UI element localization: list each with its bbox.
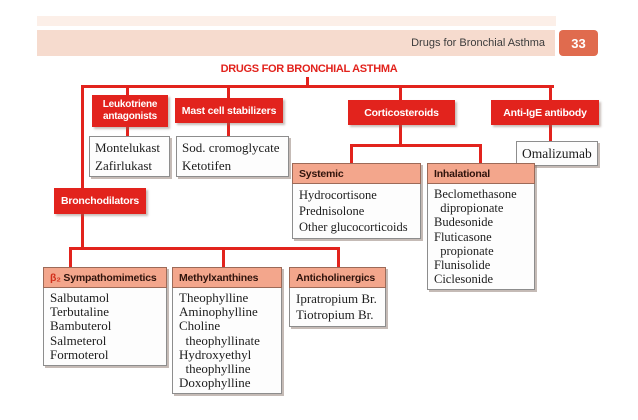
drug-item: Formoterol <box>50 346 109 362</box>
drug-item: propionate <box>434 243 494 258</box>
drug-item: Beclomethasone <box>434 187 517 201</box>
connector-drop-corticosteroids <box>399 85 402 103</box>
connector-drop-leukotriene <box>126 85 129 98</box>
drug-item: theophyllinate <box>179 332 260 348</box>
connector-left-vertical <box>81 85 84 250</box>
connector-mast-list <box>227 122 230 138</box>
node-label: Inhalational <box>434 168 490 180</box>
connector-cortico-horizontal <box>350 144 482 147</box>
beta2-symbol: β₂ <box>50 272 61 284</box>
header-light-strip <box>37 16 556 26</box>
node-inhalational-header: Inhalational <box>427 163 535 184</box>
drug-item: Leukotriene <box>102 99 158 110</box>
node-label: Systemic <box>299 168 344 180</box>
drug-item: Hydroxyethyl <box>179 346 252 362</box>
node-label: Bronchodilators <box>60 195 140 207</box>
node-beta2-header: β₂ Sympathomimetics <box>43 267 167 288</box>
drug-item: Bambuterol <box>50 318 112 334</box>
connector-leukotriene-list <box>126 126 129 138</box>
node-anticholinergics-header: Anticholinergics <box>289 267 386 288</box>
node-label: Methylxanthines <box>179 272 259 284</box>
drug-item: Theophylline <box>179 290 249 305</box>
connector-drop-systemic <box>350 144 353 165</box>
drug-item: Omalizumab <box>522 146 592 161</box>
drug-item: antagonists <box>103 111 157 122</box>
drug-item: Fluticasone <box>434 229 492 244</box>
connector-drop-inhalational <box>479 144 482 165</box>
drug-item: Prednisolone <box>299 204 365 218</box>
node-inhalational: Inhalational Beclomethasone dipropionate… <box>427 163 535 291</box>
connector-title-stub <box>306 77 309 87</box>
drug-item: Salbutamol <box>50 290 110 305</box>
page-number-badge: 33 <box>559 30 598 56</box>
drug-list-anti-ige: Omalizumab <box>516 141 598 166</box>
connector-antiige-list <box>549 124 552 143</box>
node-corticosteroids: Corticosteroids <box>348 100 455 125</box>
drug-item: Ipratropium Br. <box>296 291 377 306</box>
drug-item: Ketotifen <box>182 158 232 173</box>
drug-item: Zafirlukast <box>95 158 153 173</box>
node-label: Anti-IgE antibody <box>503 106 587 119</box>
drug-item: Ciclesonide <box>434 272 494 287</box>
drug-item: Choline <box>179 318 221 334</box>
running-header-label: Drugs for Bronchial Asthma <box>411 37 545 49</box>
running-header-bar: Drugs for Bronchial Asthma <box>37 30 555 56</box>
node-methylxanthines-header: Methylxanthines <box>172 267 282 288</box>
connector-top-horizontal <box>81 85 554 88</box>
drug-item: Montelukast <box>95 140 160 155</box>
drug-list-anticholinergics: Ipratropium Br.Tiotropium Br. <box>289 288 386 327</box>
node-mast-cell-stabilizers: Mast cell stabilizers <box>175 98 283 123</box>
node-bronchodilators: Bronchodilators <box>54 188 146 214</box>
connector-drop-methylxanthines <box>222 247 225 268</box>
drug-item: Hydrocortisone <box>299 188 377 202</box>
diagram-title: DRUGS FOR BRONCHIAL ASTHMA <box>220 63 398 75</box>
connector-bottom-horizontal <box>69 247 340 250</box>
drug-item: Aminophylline <box>179 304 258 320</box>
drug-item: Terbutaline <box>50 304 110 320</box>
drug-item: Other glucocorticoids <box>299 220 408 234</box>
node-label: Mast cell stabilizers <box>181 104 277 117</box>
connector-drop-mast <box>227 85 230 101</box>
drug-item: dipropionate <box>434 201 504 216</box>
node-label: Anticholinergics <box>296 272 376 284</box>
connector-drop-beta2 <box>69 247 72 268</box>
drug-item: Salmeterol <box>50 332 107 348</box>
node-anticholinergics: Anticholinergics Ipratropium Br.Tiotropi… <box>289 267 386 327</box>
drug-item: Tiotropium Br. <box>296 307 374 322</box>
drug-item: Flunisolide <box>434 258 491 273</box>
connector-drop-anticholinergics <box>337 247 340 268</box>
node-label: Corticosteroids <box>364 106 439 119</box>
connector-cortico-stub <box>399 124 402 147</box>
drug-item: Sod. cromoglycate <box>182 140 280 155</box>
drug-item: theophylline <box>179 361 251 377</box>
connector-drop-antiige <box>549 85 552 103</box>
drug-item: Doxophylline <box>179 375 251 391</box>
drug-item: Budesonide <box>434 215 494 230</box>
node-anti-ige-antibody: Anti-IgE antibody <box>491 100 599 125</box>
node-label: Sympathomimetics <box>63 272 157 284</box>
node-systemic-header: Systemic <box>292 163 421 184</box>
